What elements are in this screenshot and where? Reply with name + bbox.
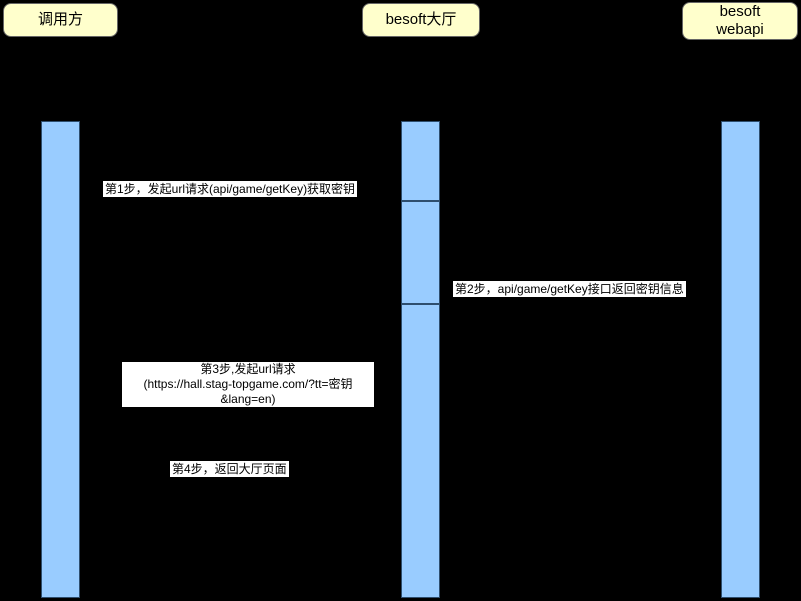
activation-bar-hall [401, 121, 440, 598]
message-label-step2: 第2步，api/game/getKey接口返回密钥信息 [453, 281, 686, 297]
participant-hall: besoft大厅 [362, 3, 480, 37]
participant-caller-label: 调用方 [37, 11, 83, 28]
participant-webapi: besoft webapi [682, 2, 798, 40]
participant-hall-label: besoft大厅 [385, 11, 457, 28]
participant-webapi-label-line1: besoft [719, 3, 761, 20]
activation-segment-divider [401, 200, 440, 202]
message-label-step3-line2: (https://hall.stag-topgame.com/?tt=密钥&la… [143, 377, 353, 406]
activation-bar-caller [41, 121, 80, 598]
participant-webapi-label-line2: webapi [716, 21, 764, 38]
activation-bar-webapi [721, 121, 760, 598]
message-label-step3: 第3步,发起url请求 (https://hall.stag-topgame.c… [122, 362, 374, 407]
participant-caller: 调用方 [3, 3, 118, 37]
message-label-step3-line1: 第3步,发起url请求 [200, 362, 296, 376]
message-label-step4: 第4步，返回大厅页面 [170, 461, 289, 477]
activation-segment-divider [401, 303, 440, 305]
message-label-step1: 第1步，发起url请求(api/game/getKey)获取密钥 [103, 181, 358, 197]
